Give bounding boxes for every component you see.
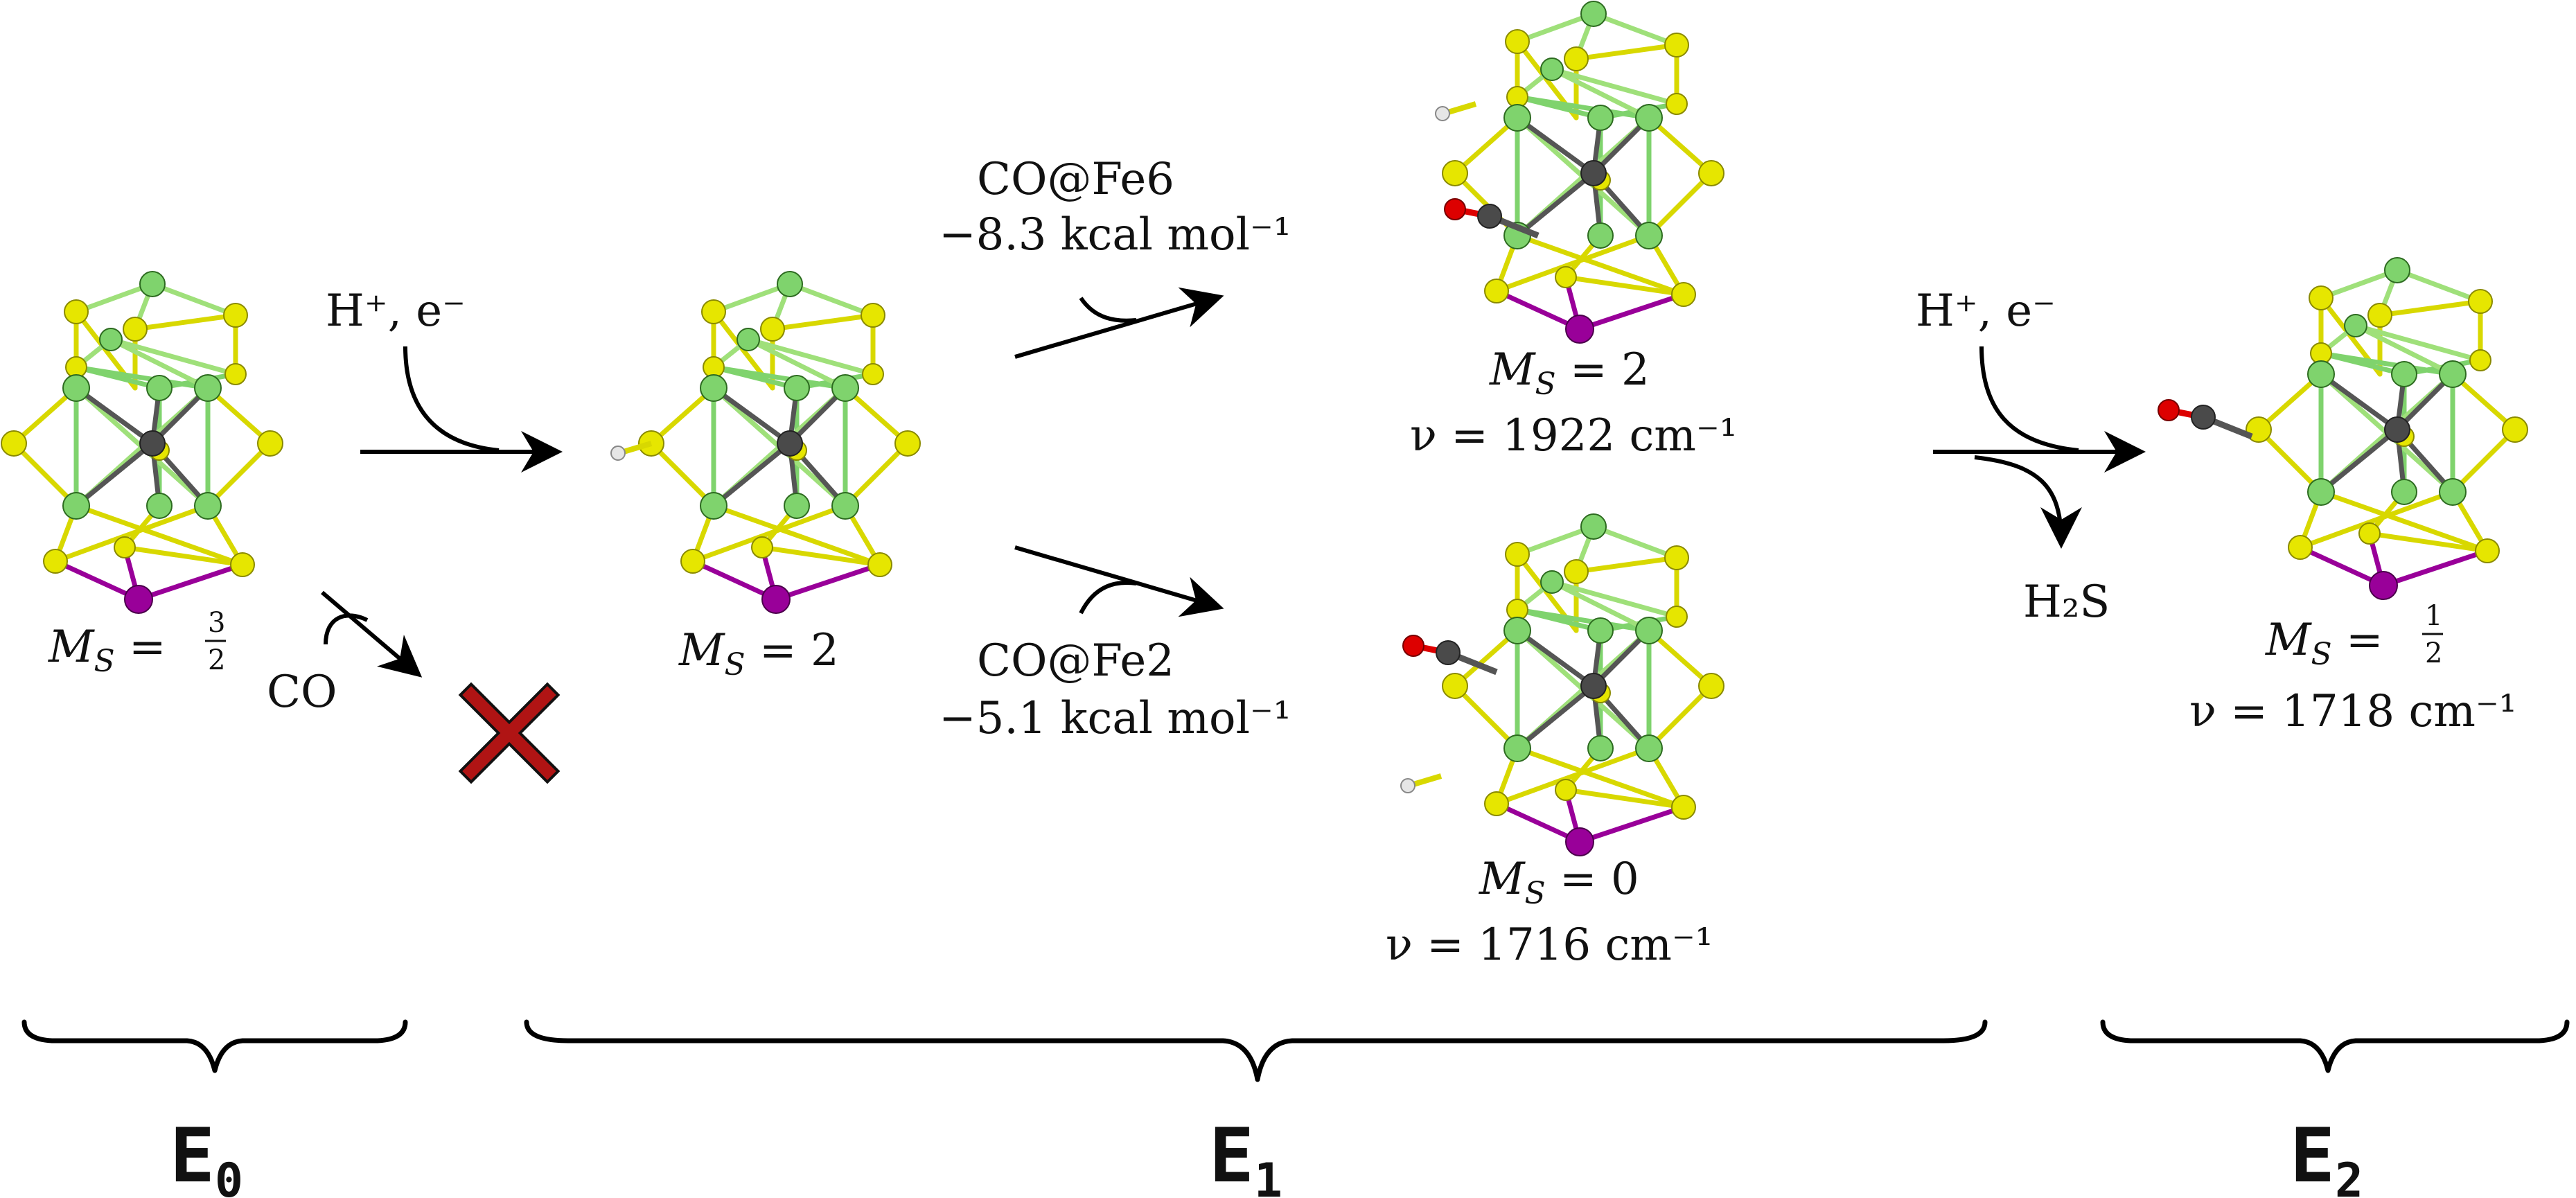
reaction-arrow-curl-co bbox=[324, 613, 369, 645]
ms-e0-label: MS = bbox=[48, 622, 166, 679]
stage-label-e1: E1 bbox=[1209, 1113, 1282, 1198]
ms-e1-fe2-label: MS = 0 bbox=[1479, 854, 1639, 911]
stage-label-e2: E2 bbox=[2290, 1113, 2363, 1198]
ms-e1-fe6-label: MS = 2 bbox=[1489, 344, 1650, 402]
nu-e2: ν = 1718 cm⁻¹ bbox=[2189, 686, 2516, 737]
reagent-h-e-label-2: H⁺, e⁻ bbox=[1916, 285, 2056, 337]
reaction-arrow-e1-fe2 bbox=[1014, 545, 1224, 617]
reaction-arrow-co-blocked bbox=[321, 590, 423, 678]
pathway-fe6-site: CO@Fe6 bbox=[977, 154, 1174, 205]
ms-e0-denominator: 2 bbox=[208, 644, 225, 676]
reaction-arrow-h2s-release bbox=[1974, 455, 2082, 549]
nu-e1-fe2: ν = 1716 cm⁻¹ bbox=[1386, 919, 1713, 971]
pathway-fe6-energy: −8.3 kcal mol⁻¹ bbox=[939, 209, 1291, 261]
nu-e1-fe6: ν = 1922 cm⁻¹ bbox=[1410, 410, 1737, 461]
stage-label-e0: E0 bbox=[170, 1113, 243, 1198]
ms-e0-numerator: 3 bbox=[208, 607, 225, 639]
fe-mo-cofactor-cluster-e2 bbox=[2158, 258, 2528, 599]
reaction-arrow-curl-fe2 bbox=[1079, 581, 1137, 615]
red-x-mark-icon bbox=[458, 682, 561, 784]
ms-e2-label: MS = bbox=[2265, 615, 2383, 672]
reaction-arrow-curl-2 bbox=[1979, 346, 2079, 452]
reagent-co-label: CO bbox=[267, 667, 337, 718]
fe-mo-cofactor-cluster-e1-co-fe6 bbox=[1436, 1, 1724, 343]
reagent-h-e-label-1: H⁺, e⁻ bbox=[326, 285, 466, 337]
curly-brace-e0-icon bbox=[21, 1019, 408, 1073]
ms-e2-numerator: 1 bbox=[2425, 600, 2442, 632]
fe-mo-cofactor-cluster-e1-co-fe2 bbox=[1401, 514, 1724, 856]
reaction-arrow-curl-fe6 bbox=[1079, 297, 1137, 323]
fe-mo-cofactor-cluster-e0 bbox=[1, 272, 283, 613]
ms-e1-hydride-label: MS = 2 bbox=[678, 625, 839, 682]
curly-brace-e2-icon bbox=[2100, 1019, 2570, 1073]
reaction-arrow-e1-fe6 bbox=[1014, 287, 1224, 359]
reagent-h2s-label: H₂S bbox=[2023, 576, 2110, 628]
pathway-fe2-site: CO@Fe2 bbox=[977, 635, 1174, 687]
pathway-fe2-energy: −5.1 kcal mol⁻¹ bbox=[939, 693, 1291, 744]
reaction-arrow-curl-1 bbox=[403, 346, 500, 452]
fe-mo-cofactor-cluster-e1-hydride bbox=[611, 272, 920, 613]
ms-e2-denominator: 2 bbox=[2425, 637, 2442, 669]
curly-brace-e1-icon bbox=[524, 1019, 1988, 1082]
